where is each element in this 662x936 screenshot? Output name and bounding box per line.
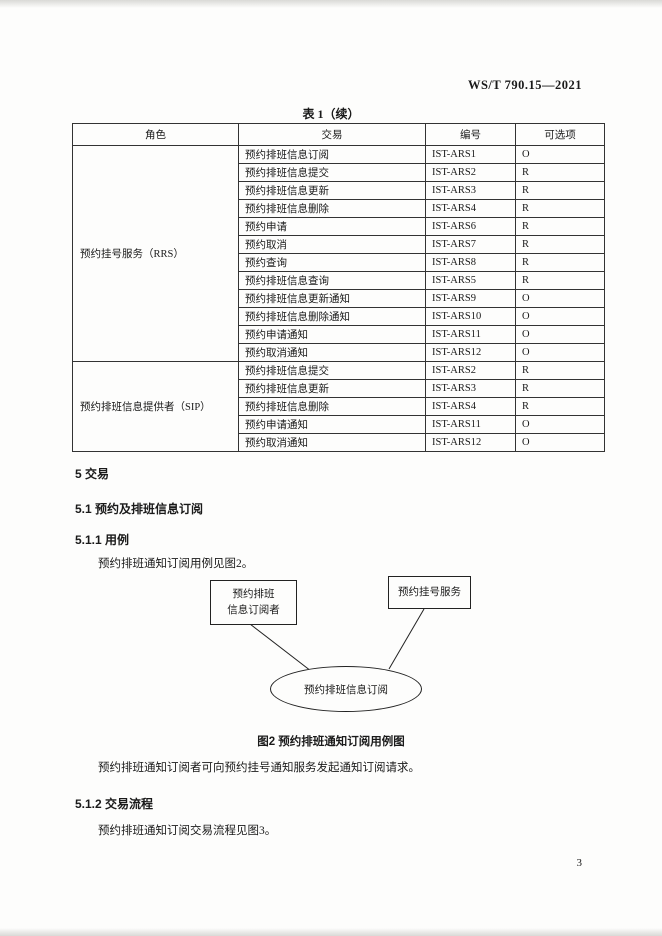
transaction-cell: 预约排班信息删除 <box>238 199 426 218</box>
code-cell: IST-ARS2 <box>425 163 516 182</box>
actor-rrs-box: 预约挂号服务 <box>388 576 471 609</box>
code-cell: IST-ARS7 <box>425 235 516 254</box>
transaction-cell: 预约排班信息查询 <box>238 271 426 290</box>
transaction-cell: 预约排班信息提交 <box>238 163 426 182</box>
transaction-cell: 预约查询 <box>238 253 426 272</box>
transaction-cell: 预约申请通知 <box>238 415 426 434</box>
code-cell: IST-ARS3 <box>425 181 516 200</box>
optional-cell: O <box>515 145 605 164</box>
transaction-cell: 预约排班信息提交 <box>238 361 426 380</box>
figure-caption: 图2 预约排班通知订阅用例图 <box>257 736 405 748</box>
transaction-cell: 预约排班信息删除通知 <box>238 307 426 326</box>
usecase-ellipse: 预约排班信息订阅 <box>270 666 422 712</box>
code-cell: IST-ARS6 <box>425 217 516 236</box>
transaction-cell: 预约申请通知 <box>238 325 426 344</box>
code-cell: IST-ARS5 <box>425 271 516 290</box>
page-number: 3 <box>576 857 583 869</box>
transaction-cell: 预约排班信息订阅 <box>238 145 426 164</box>
code-cell: IST-ARS2 <box>425 361 516 380</box>
optional-cell: O <box>515 325 605 344</box>
optional-cell: O <box>515 343 605 362</box>
section-heading-5-1-1: 5.1.1 用例 <box>75 533 130 547</box>
code-cell: IST-ARS8 <box>425 253 516 272</box>
code-cell: IST-ARS4 <box>425 199 516 218</box>
optional-cell: R <box>515 181 605 200</box>
column-header-code: 编号 <box>425 123 516 146</box>
scan-edge <box>0 0 662 8</box>
section-heading-5-1: 5.1 预约及排班信息订阅 <box>75 502 204 516</box>
transaction-cell: 预约排班信息更新 <box>238 181 426 200</box>
usecase-diagram: 预约排班 信息订阅者 预约挂号服务 预约排班信息订阅 <box>0 572 662 734</box>
transaction-cell: 预约排班信息更新 <box>238 379 426 398</box>
column-header-role: 角色 <box>72 123 239 146</box>
code-cell: IST-ARS11 <box>425 325 516 344</box>
column-header-transaction: 交易 <box>238 123 426 146</box>
code-cell: IST-ARS1 <box>425 145 516 164</box>
optional-cell: O <box>515 289 605 308</box>
transaction-cell: 预约排班信息删除 <box>238 397 426 416</box>
optional-cell: R <box>515 235 605 254</box>
transaction-cell: 预约取消通知 <box>238 343 426 362</box>
optional-cell: O <box>515 433 605 452</box>
table-header-row: 角色 交易 编号 可选项 <box>72 123 605 146</box>
optional-cell: R <box>515 271 605 290</box>
code-cell: IST-ARS12 <box>425 343 516 362</box>
code-cell: IST-ARS9 <box>425 289 516 308</box>
table-title: 表 1（续） <box>302 107 360 121</box>
column-header-optional: 可选项 <box>515 123 605 146</box>
optional-cell: R <box>515 163 605 182</box>
code-cell: IST-ARS12 <box>425 433 516 452</box>
actor-subscriber-box: 预约排班 信息订阅者 <box>210 580 297 625</box>
connector-lines <box>249 608 425 672</box>
role-cell: 预约排班信息提供者（SIP） <box>72 361 239 452</box>
paragraph-usecase-description: 预约排班通知订阅者可向预约挂号通知服务发起通知订阅请求。 <box>98 762 420 774</box>
optional-cell: R <box>515 397 605 416</box>
optional-cell: R <box>515 217 605 236</box>
role-cell: 预约挂号服务（RRS） <box>72 145 239 362</box>
code-cell: IST-ARS4 <box>425 397 516 416</box>
scan-edge <box>0 928 662 936</box>
code-cell: IST-ARS3 <box>425 379 516 398</box>
section-heading-5: 5 交易 <box>75 467 110 481</box>
code-cell: IST-ARS10 <box>425 307 516 326</box>
optional-cell: R <box>515 379 605 398</box>
code-cell: IST-ARS11 <box>425 415 516 434</box>
transaction-cell: 预约取消 <box>238 235 426 254</box>
transaction-cell: 预约申请 <box>238 217 426 236</box>
paragraph-usecase-intro: 预约排班通知订阅用例见图2。 <box>98 558 254 570</box>
optional-cell: R <box>515 199 605 218</box>
optional-cell: O <box>515 415 605 434</box>
optional-cell: R <box>515 361 605 380</box>
optional-cell: O <box>515 307 605 326</box>
document-number: WS/T 790.15—2021 <box>467 78 582 92</box>
optional-cell: R <box>515 253 605 272</box>
transaction-cell: 预约取消通知 <box>238 433 426 452</box>
section-heading-5-1-2: 5.1.2 交易流程 <box>75 797 154 811</box>
transaction-cell: 预约排班信息更新通知 <box>238 289 426 308</box>
paragraph-flow-intro: 预约排班通知订阅交易流程见图3。 <box>98 825 277 837</box>
